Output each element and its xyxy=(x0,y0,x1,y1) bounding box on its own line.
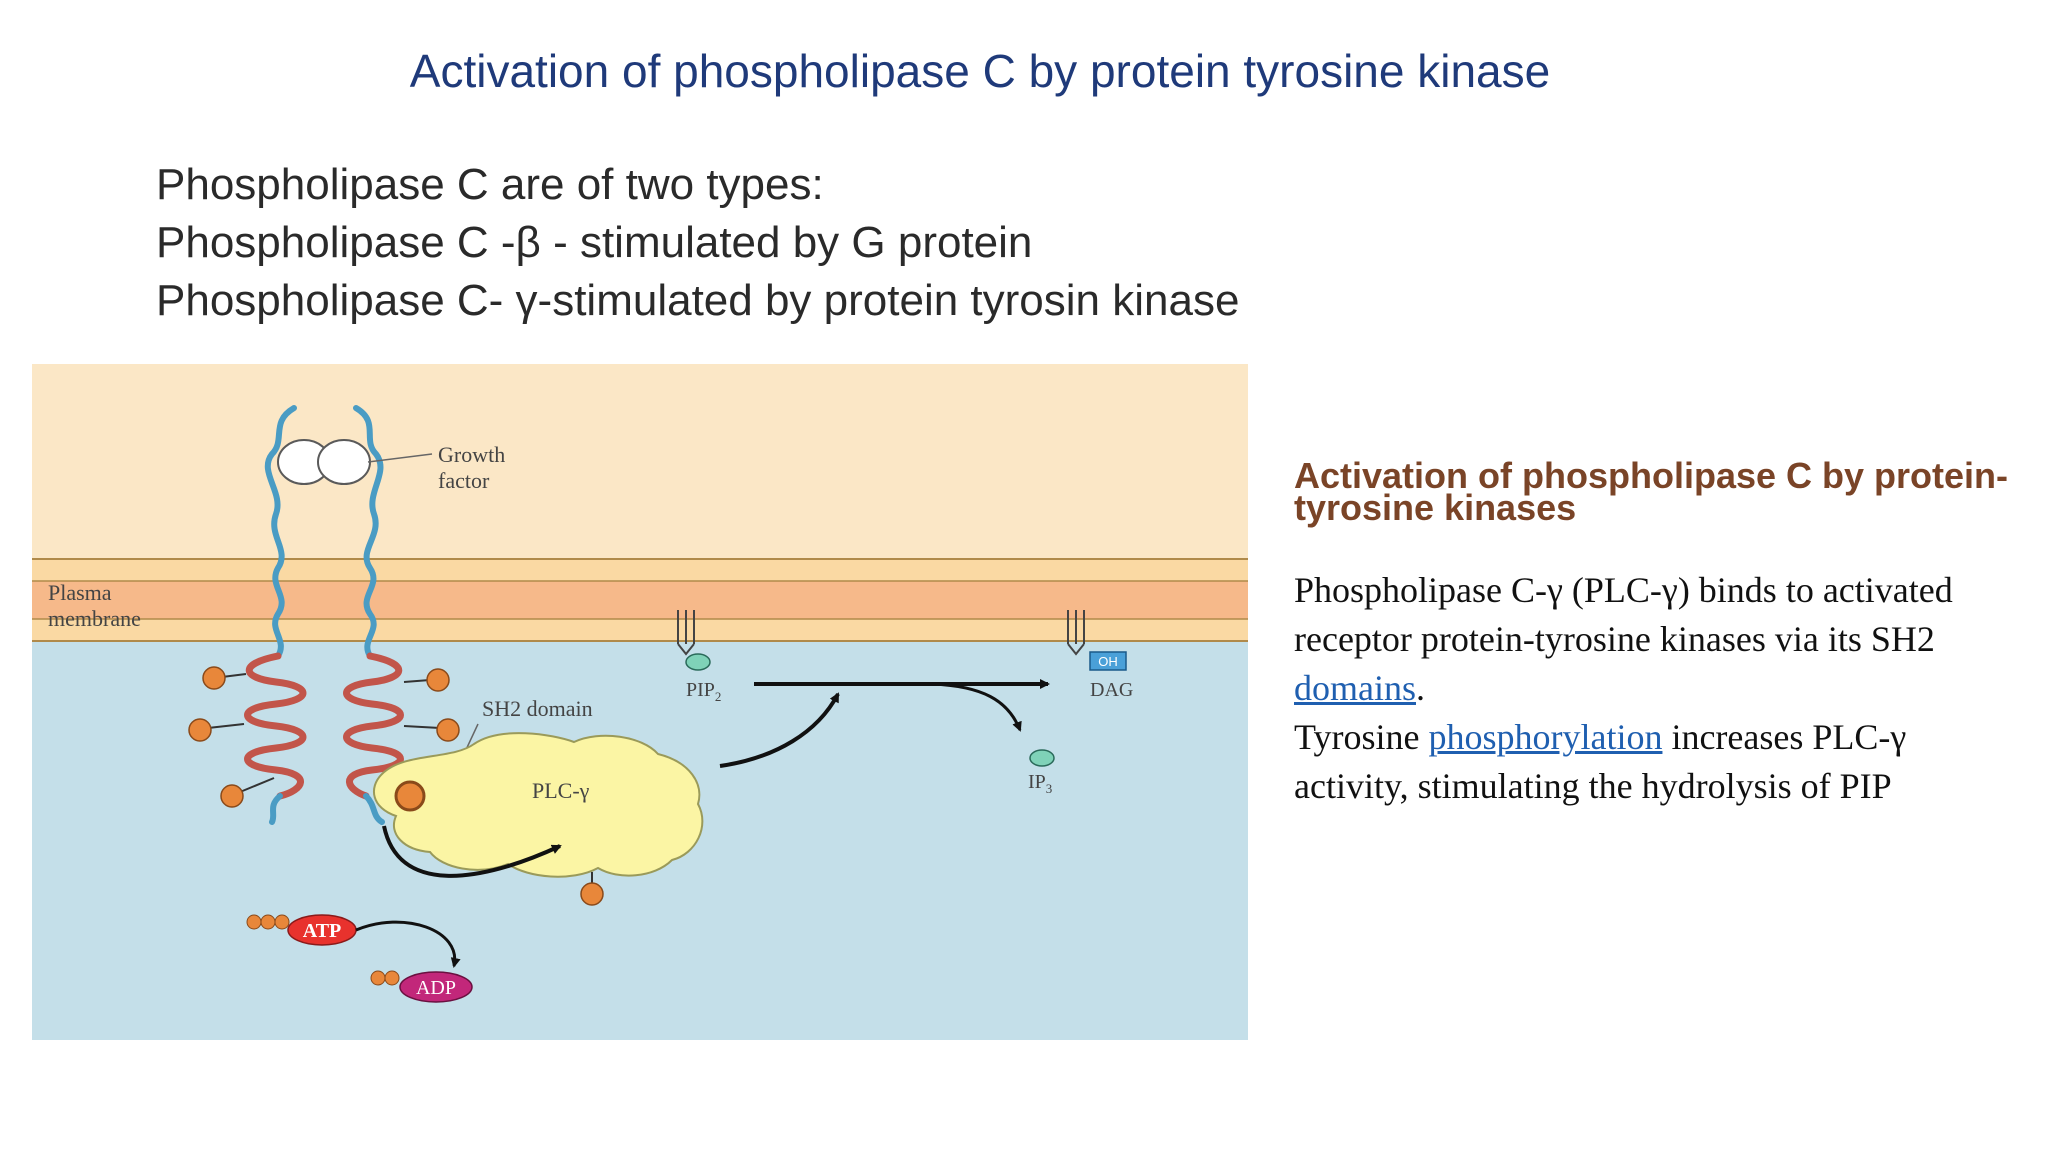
phosphorylation-arrow xyxy=(382,825,562,878)
intro-line-types: Phospholipase C are of two types: xyxy=(156,160,824,209)
body-text: . xyxy=(1416,668,1425,708)
plasma-membrane-label-1: Plasma xyxy=(48,580,112,605)
membrane-inner-layer xyxy=(32,619,1248,641)
pip2-label: PIP2 xyxy=(686,679,721,704)
growth-factor-label-2: factor xyxy=(438,468,490,493)
receptor-left-cytoplasmic xyxy=(244,652,307,800)
intro-text: Phospholipase C are of two types: Phosph… xyxy=(156,156,1239,330)
atp-to-adp-arrow xyxy=(355,920,461,968)
receptor-right-extracellular xyxy=(353,405,384,659)
receptor-left-extracellular xyxy=(264,405,297,659)
body-text: increases PLC-γ activity, stimulating th… xyxy=(1294,717,1907,806)
growth-factor-label-1: Growth xyxy=(438,442,505,467)
intro-line-beta: Phospholipase C -β - stimulated by G pro… xyxy=(156,218,1033,267)
side-body: Phospholipase C-γ (PLC-γ) binds to activ… xyxy=(1294,566,2024,811)
oh-label: OH xyxy=(1098,654,1118,669)
link-domains[interactable]: domains xyxy=(1294,668,1416,708)
growth-factor-right xyxy=(317,439,371,485)
pip2-molecule: PIP2 xyxy=(677,610,721,704)
dag-molecule: OH DAG xyxy=(1067,610,1133,701)
adp-molecule: ADP xyxy=(370,970,473,1003)
side-title: Activation of phospholipase C by protein… xyxy=(1294,455,2009,528)
plc-hydrolysis-arrow xyxy=(719,692,840,768)
ip3-label: IP3 xyxy=(1028,771,1052,796)
body-text: Tyrosine xyxy=(1294,717,1429,757)
sh2-domain-label: SH2 domain xyxy=(482,696,593,721)
pip2-to-ip3-arrow xyxy=(931,682,1022,732)
intro-line-gamma: Phospholipase C- γ-stimulated by protein… xyxy=(156,276,1240,325)
link-phosphorylation[interactable]: phosphorylation xyxy=(1428,717,1663,757)
receptor-right-cytoplasmic xyxy=(343,652,404,800)
extracellular-region xyxy=(32,364,1248,559)
slide-title: Activation of phospholipase C by protein… xyxy=(409,45,1551,97)
adp-label: ADP xyxy=(416,977,456,999)
body-text: Phospholipase C-γ (PLC-γ) binds to activ… xyxy=(1294,570,1953,659)
dag-label: DAG xyxy=(1090,679,1133,701)
ip3-molecule: IP3 xyxy=(1028,749,1055,796)
atp-label: ATP xyxy=(303,920,342,942)
atp-molecule: ATP xyxy=(246,914,357,946)
plc-phosphate xyxy=(580,882,604,906)
plc-activation-diagram: Growth factor Plasma membrane SH2 domain… xyxy=(32,364,1248,1040)
phosphate-group xyxy=(188,666,460,808)
sh2-bound-phosphate xyxy=(394,780,426,812)
plc-gamma-enzyme xyxy=(373,732,704,878)
plasma-membrane-label-2: membrane xyxy=(48,606,141,631)
membrane-core xyxy=(32,581,1248,619)
plc-gamma-label: PLC-γ xyxy=(532,778,590,803)
membrane-outer-layer xyxy=(32,559,1248,581)
side-panel: Activation of phospholipase C by protein… xyxy=(1294,455,2024,811)
